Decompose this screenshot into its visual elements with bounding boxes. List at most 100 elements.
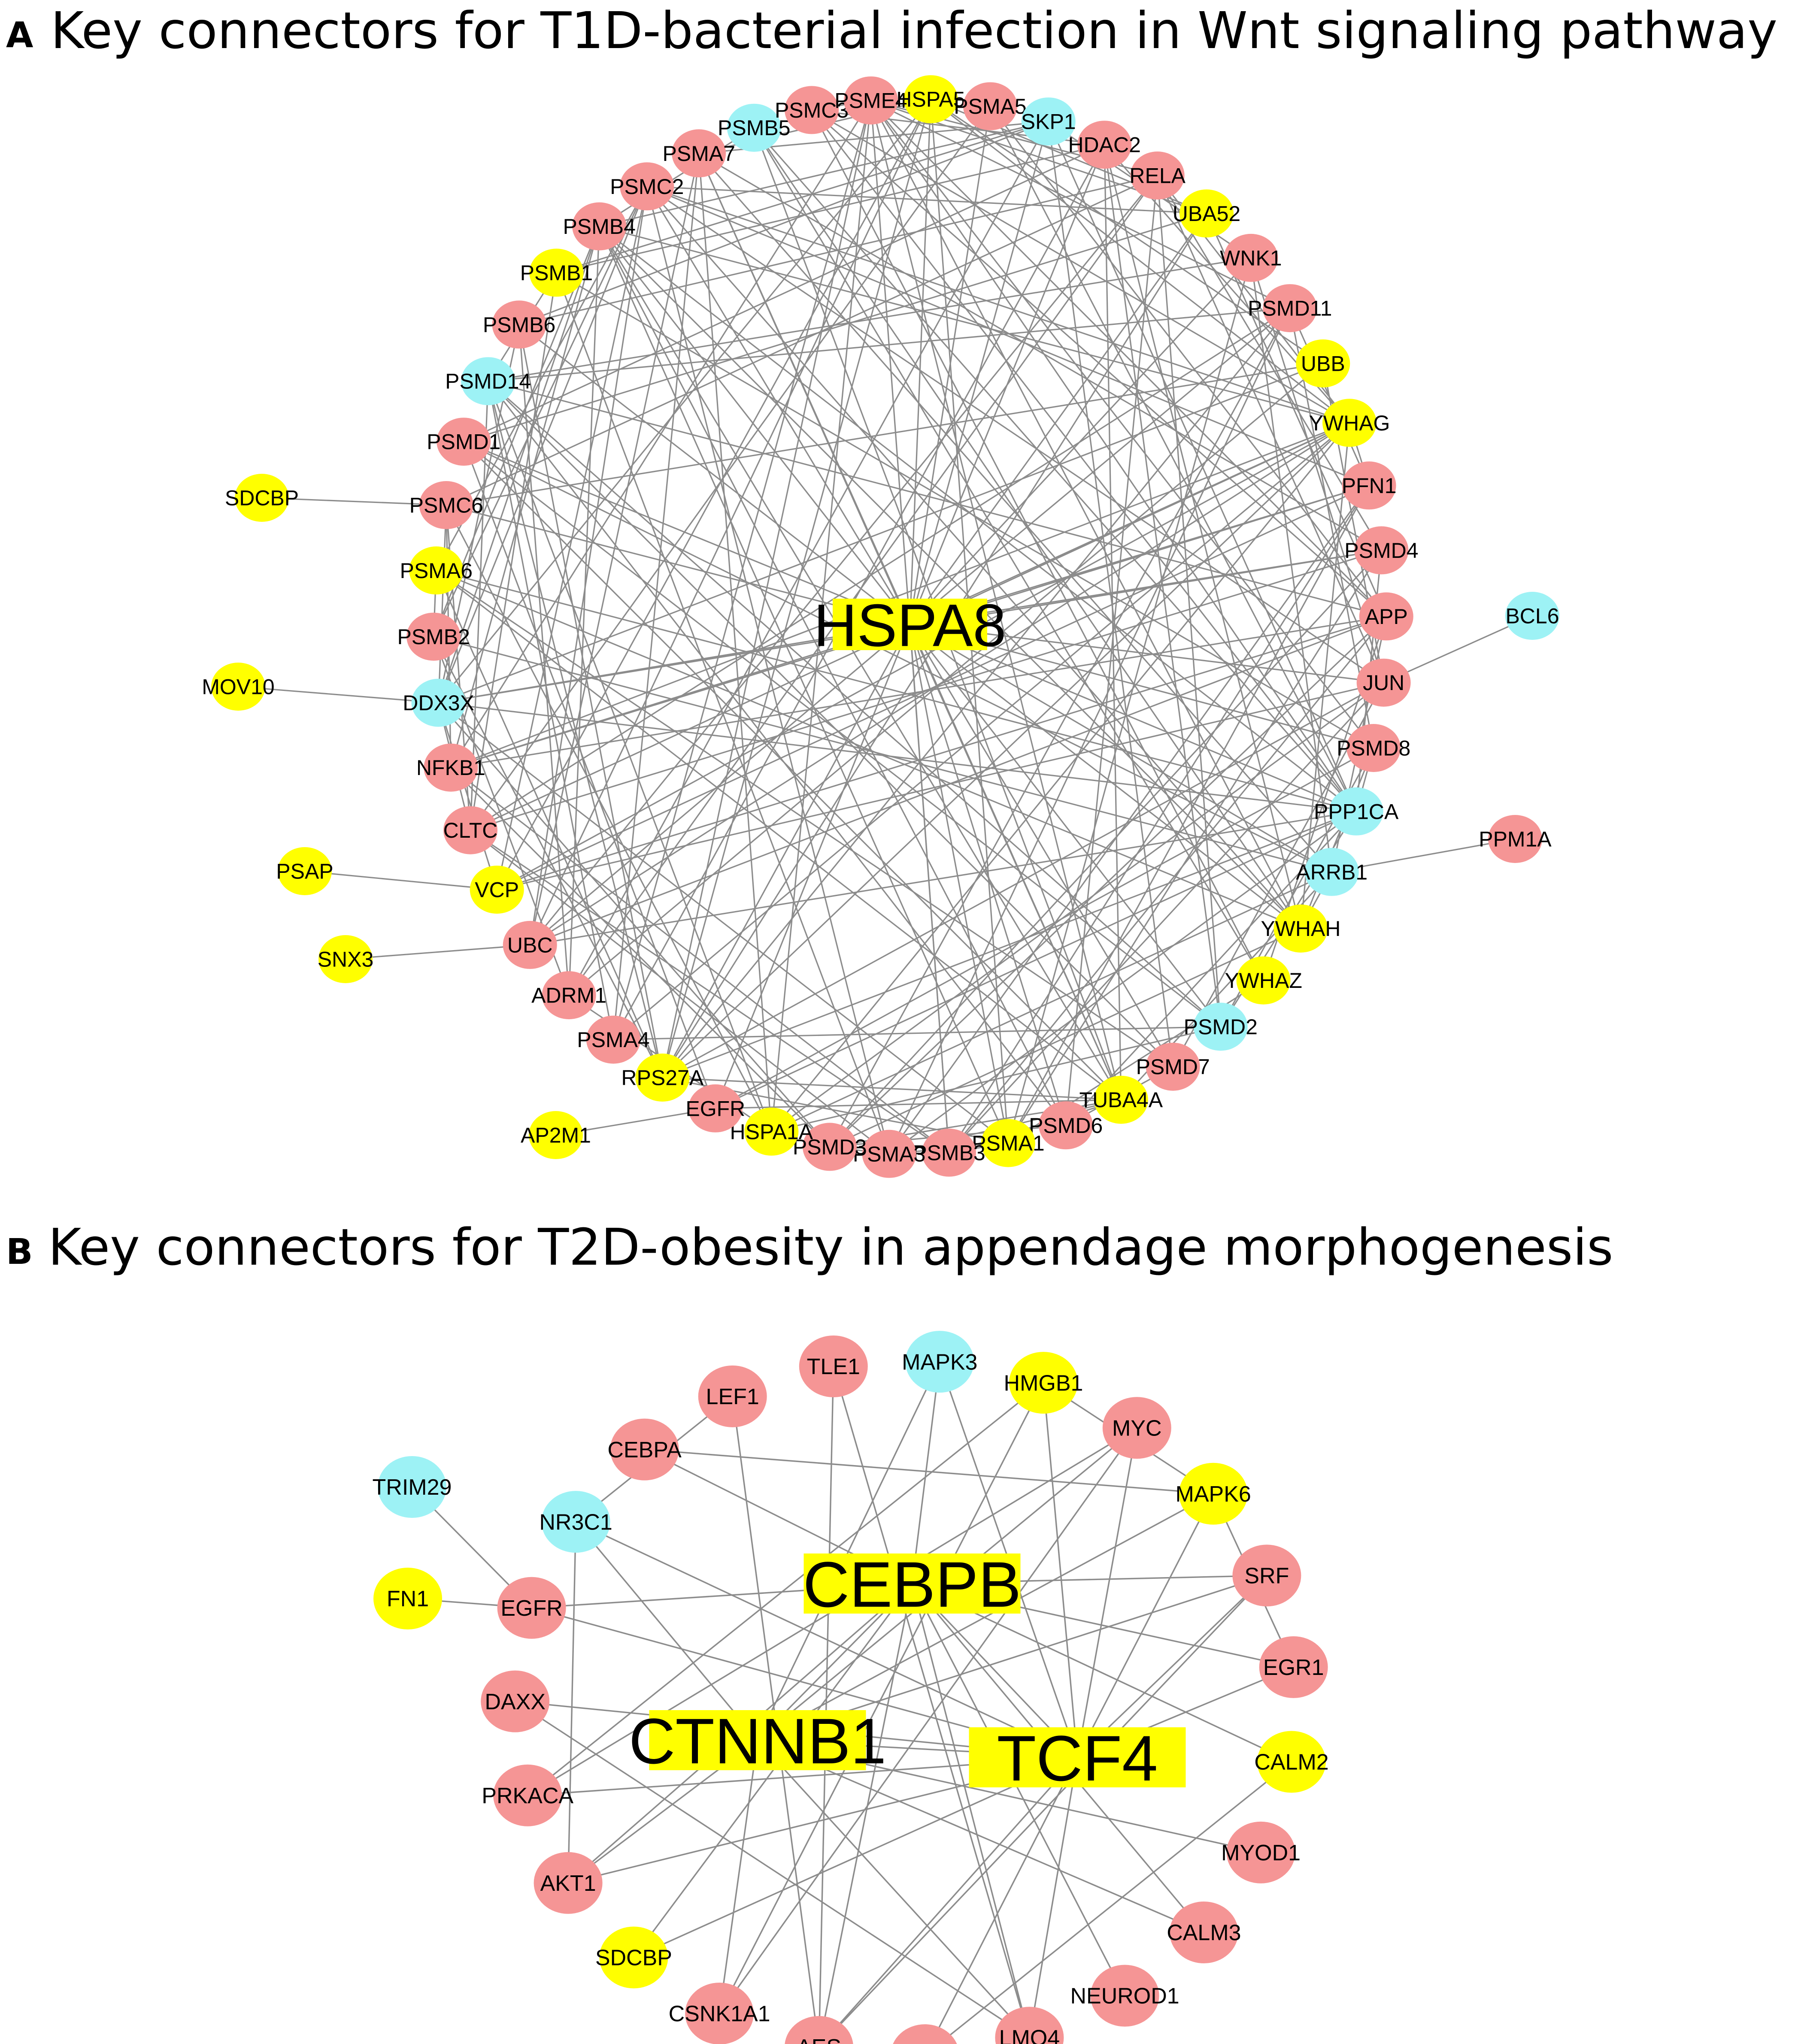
node-psmd2[interactable]: PSMD2 — [1184, 1002, 1258, 1051]
node-egr1[interactable]: EGR1 — [1259, 1636, 1328, 1698]
node-psap-outer[interactable]: PSAP — [276, 847, 334, 895]
node-calm2[interactable]: CALM2 — [1254, 1731, 1329, 1793]
node-nr3c1[interactable]: NR3C1 — [539, 1491, 612, 1553]
node-myc[interactable]: MYC — [1102, 1397, 1171, 1459]
node-lmo4[interactable]: LMO4 — [995, 2007, 1064, 2044]
hub-cebpb[interactable]: CEBPB — [803, 1548, 1022, 1620]
network-edge — [1007, 485, 1370, 1144]
node-psmd14[interactable]: PSMD14 — [445, 357, 531, 406]
node-psmd1[interactable]: PSMD1 — [427, 418, 500, 466]
node-fn1-outer[interactable]: FN1 — [373, 1568, 442, 1629]
node-cebpa[interactable]: CEBPA — [607, 1418, 682, 1481]
node-tuba4a[interactable]: TUBA4A — [1079, 1075, 1163, 1124]
node-sdcbp-outer[interactable]: SDCBP — [225, 474, 299, 522]
node-psmd8[interactable]: PSMD8 — [1337, 724, 1410, 772]
node-psmb5[interactable]: PSMB5 — [718, 103, 791, 152]
node-hspa5[interactable]: HSPA5 — [896, 75, 965, 124]
node-pfn1[interactable]: PFN1 — [1342, 461, 1397, 510]
node-psmb1[interactable]: PSMB1 — [520, 248, 593, 297]
node-ppp1ca[interactable]: PPP1CA — [1314, 787, 1399, 836]
node-sdcbp[interactable]: SDCBP — [595, 1926, 672, 1989]
node-egfr[interactable]: EGFR — [497, 1577, 566, 1639]
node-psma6[interactable]: PSMA6 — [400, 546, 473, 595]
node-myod1[interactable]: MYOD1 — [1221, 1821, 1301, 1884]
node-psmd3[interactable]: PSMD3 — [793, 1123, 867, 1171]
hub-ctnnb1[interactable]: CTNNB1 — [629, 1705, 886, 1777]
node-ppm1a-outer[interactable]: PPM1A — [1479, 815, 1552, 863]
network-edge — [930, 98, 1350, 424]
node-calm3[interactable]: CALM3 — [1167, 1902, 1241, 1963]
node-psmb2[interactable]: PSMB2 — [397, 612, 470, 661]
node-hdac2[interactable]: HDAC2 — [1068, 121, 1141, 169]
node-rela[interactable]: RELA — [1129, 151, 1186, 200]
node-psmb4[interactable]: PSMB4 — [563, 202, 636, 251]
node-psmd6[interactable]: PSMD6 — [1029, 1101, 1103, 1150]
node-label: YWHAH — [1261, 917, 1340, 941]
network-edge — [470, 830, 890, 1155]
node-trim29-outer[interactable]: TRIM29 — [373, 1456, 452, 1518]
node-srf[interactable]: SRF — [1232, 1544, 1301, 1607]
node-ddx3x[interactable]: DDX3X — [403, 678, 474, 727]
node-psmc6[interactable]: PSMC6 — [409, 481, 483, 529]
node-app[interactable]: APP — [1359, 592, 1413, 641]
node-ywhah[interactable]: YWHAH — [1261, 904, 1340, 953]
node-psmd4[interactable]: PSMD4 — [1344, 526, 1419, 575]
node-daxx[interactable]: DAXX — [481, 1670, 550, 1732]
node-ubc[interactable]: UBC — [503, 921, 557, 969]
node-mapk6[interactable]: MAPK6 — [1176, 1463, 1251, 1525]
node-uba52[interactable]: UBA52 — [1173, 189, 1240, 238]
node-rela[interactable]: RELA — [891, 2024, 959, 2044]
network-edge — [719, 1427, 1138, 2014]
network-edge — [435, 570, 663, 1078]
node-hspa1a[interactable]: HSPA1A — [730, 1107, 813, 1156]
node-psme4[interactable]: PSME4 — [834, 76, 907, 125]
network-edge — [633, 1583, 913, 1958]
node-arrb1[interactable]: ARRB1 — [1296, 848, 1367, 896]
node-prkaca[interactable]: PRKACA — [482, 1764, 573, 1826]
node-ubb[interactable]: UBB — [1296, 339, 1350, 388]
node-psma5[interactable]: PSMA5 — [954, 82, 1027, 130]
node-label: CLTC — [443, 818, 498, 842]
node-tle1[interactable]: TLE1 — [799, 1335, 868, 1397]
node-ap2m1-outer[interactable]: AP2M1 — [521, 1111, 591, 1159]
node-skp1[interactable]: SKP1 — [1021, 97, 1076, 146]
node-neurod1[interactable]: NEUROD1 — [1070, 1965, 1179, 2027]
node-mov10-outer[interactable]: MOV10 — [202, 663, 275, 711]
node-psmb3[interactable]: PSMB3 — [913, 1128, 985, 1177]
node-akt1[interactable]: AKT1 — [534, 1852, 603, 1914]
node-hmgb1[interactable]: HMGB1 — [1004, 1352, 1083, 1414]
node-psma1[interactable]: PSMA1 — [972, 1119, 1045, 1167]
node-psmc3[interactable]: PSMC3 — [775, 86, 849, 134]
node-nfkb1[interactable]: NFKB1 — [416, 743, 485, 792]
node-egfr[interactable]: EGFR — [685, 1084, 745, 1133]
hub-hspa8[interactable]: HSPA8 — [814, 591, 1007, 659]
node-jun[interactable]: JUN — [1356, 658, 1411, 707]
node-label: AES — [797, 2035, 841, 2044]
node-psmd11[interactable]: PSMD11 — [1248, 284, 1332, 333]
node-psma4[interactable]: PSMA4 — [577, 1015, 650, 1064]
node-psma3[interactable]: PSMA3 — [853, 1129, 926, 1178]
hub-tcf4[interactable]: TCF4 — [969, 1722, 1186, 1794]
node-wnk1[interactable]: WNK1 — [1220, 233, 1282, 282]
node-csnk1a1[interactable]: CSNK1A1 — [669, 1983, 770, 2044]
node-mapk3[interactable]: MAPK3 — [902, 1331, 977, 1393]
node-psmb6[interactable]: PSMB6 — [483, 300, 556, 349]
node-ywhag[interactable]: YWHAG — [1309, 399, 1390, 447]
node-snx3-outer[interactable]: SNX3 — [318, 935, 374, 983]
node-label: NFKB1 — [416, 756, 485, 780]
node-psma7[interactable]: PSMA7 — [662, 129, 735, 178]
node-shape — [1356, 658, 1411, 707]
node-label: PSMD1 — [427, 430, 500, 454]
node-ywhaz[interactable]: YWHAZ — [1225, 956, 1302, 1005]
node-bcl6-outer[interactable]: BCL6 — [1505, 592, 1559, 640]
node-aes[interactable]: AES — [785, 2016, 853, 2044]
node-cltc[interactable]: CLTC — [443, 806, 498, 854]
node-psmd7[interactable]: PSMD7 — [1136, 1042, 1210, 1091]
node-adrm1[interactable]: ADRM1 — [531, 971, 606, 1020]
node-lef1[interactable]: LEF1 — [698, 1365, 767, 1427]
node-rps27a[interactable]: RPS27A — [621, 1054, 704, 1102]
node-label: SDCBP — [595, 1946, 672, 1971]
node-psmc2[interactable]: PSMC2 — [610, 162, 684, 211]
node-shape — [1146, 1042, 1200, 1091]
node-vcp[interactable]: VCP — [470, 866, 524, 914]
